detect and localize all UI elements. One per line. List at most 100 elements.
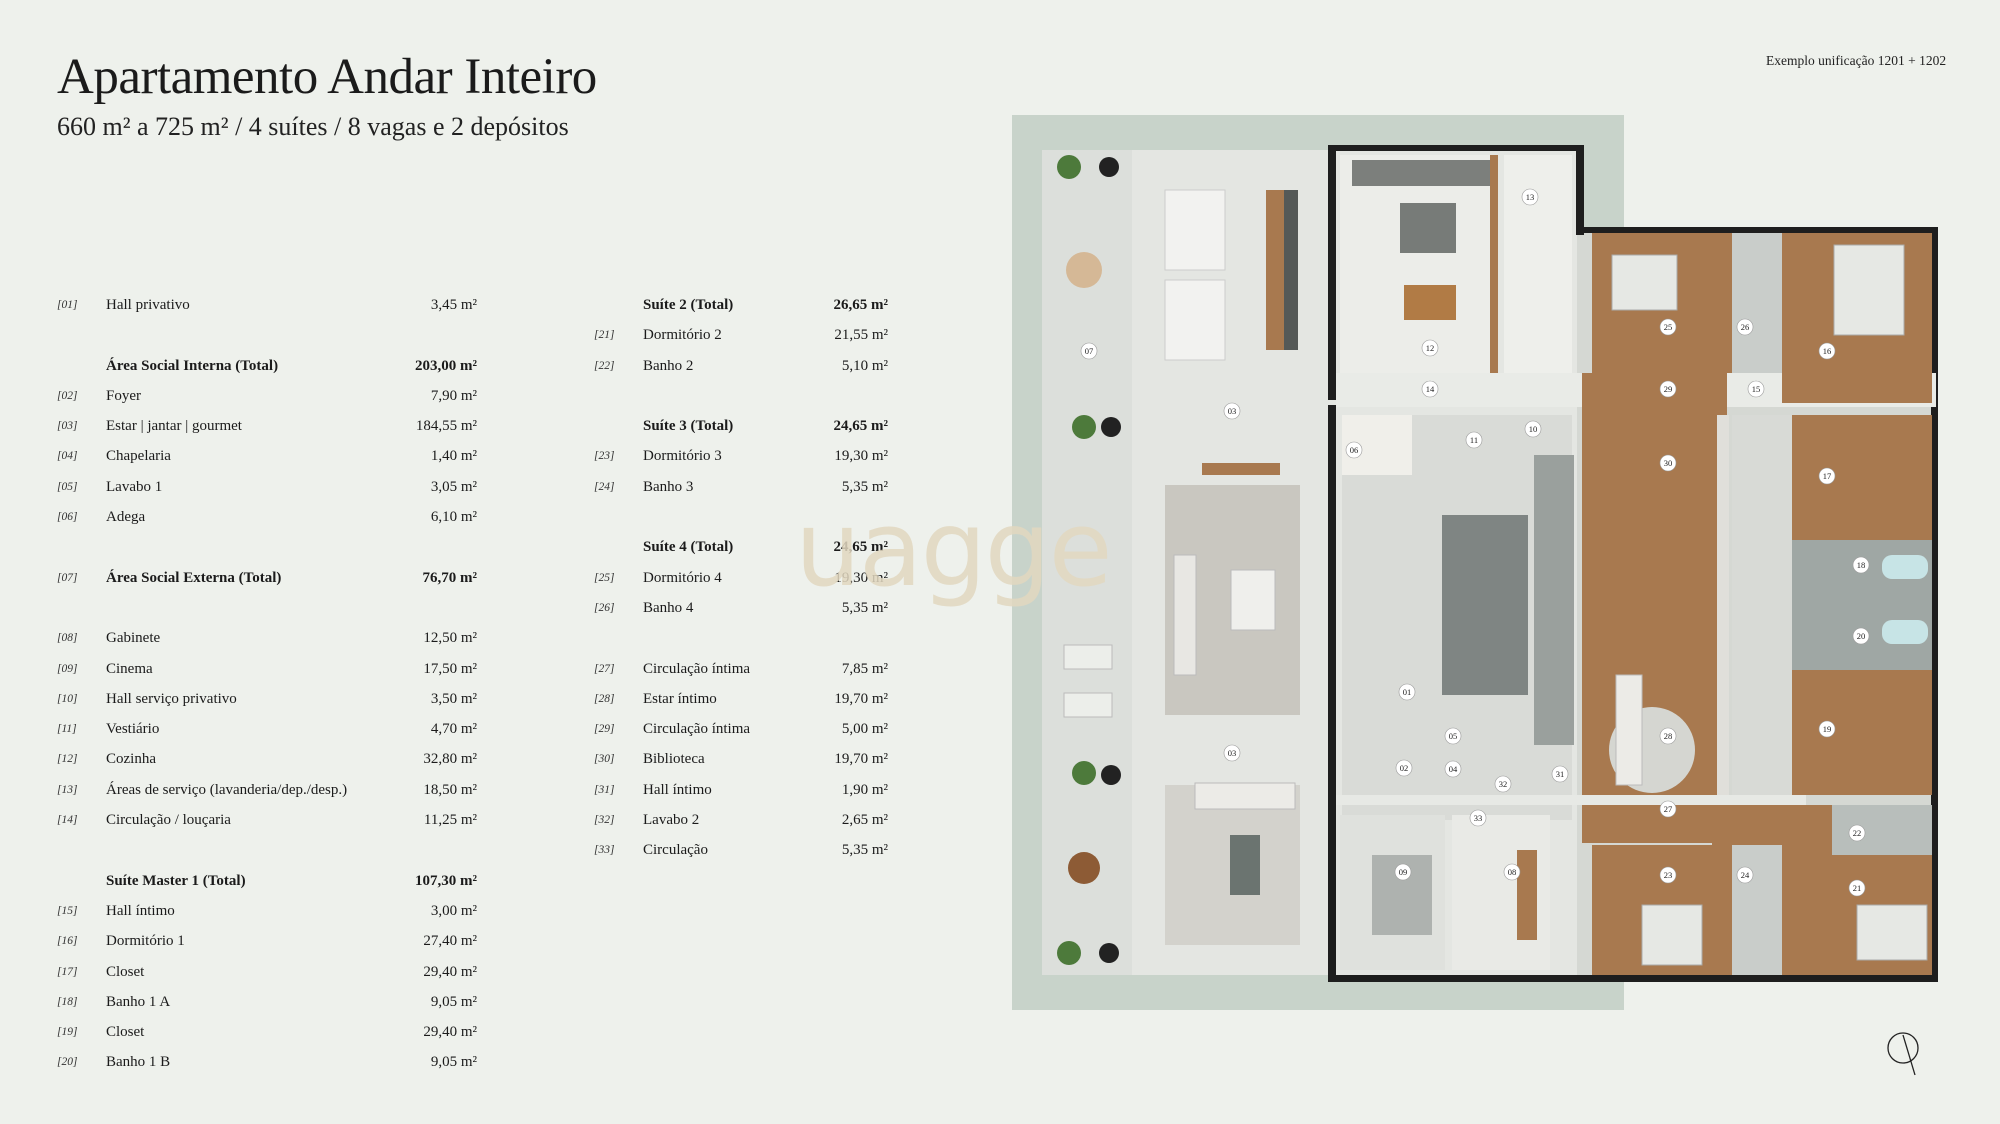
- room-number: [14]: [57, 814, 78, 827]
- room-marker-label: 09: [1399, 867, 1408, 877]
- room-marker: [1818, 467, 1836, 485]
- room-number: [15]: [57, 904, 78, 917]
- room-name: Dormitório 2: [643, 327, 722, 344]
- area-total-row: [07]Área Social Externa (Total)76,70 m²: [57, 563, 477, 593]
- room-marker-label: 03: [1228, 406, 1237, 416]
- room-number: [12]: [57, 753, 78, 766]
- dining-table-2: [1164, 279, 1226, 361]
- room-marker: [1736, 866, 1754, 884]
- room-name: Circulação / louçaria: [106, 812, 231, 829]
- room-name: Circulação íntima: [643, 721, 751, 738]
- room-number: [30]: [594, 753, 615, 766]
- room-marker-label: 23: [1664, 870, 1673, 880]
- room-marker: [1444, 727, 1462, 745]
- room-marker-label: 21: [1853, 883, 1862, 893]
- elevator-shaft: [1534, 455, 1574, 745]
- room-area: 19,30 m²: [834, 569, 888, 586]
- room-marker: [1394, 863, 1412, 881]
- room-marker: [1818, 720, 1836, 738]
- room-marker: [1736, 318, 1754, 336]
- room-marker: [1421, 380, 1439, 398]
- planter-5: [1072, 761, 1096, 785]
- kitchen-table: [1404, 285, 1456, 320]
- room-number: [09]: [57, 662, 78, 675]
- room-marker: [1444, 760, 1462, 778]
- room-area: 5,35 m²: [841, 599, 888, 616]
- room-area: 6,10 m²: [430, 509, 477, 526]
- room-marker-label: 30: [1664, 458, 1673, 468]
- north-arrow-icon: [1887, 1032, 1919, 1076]
- room-number: [20]: [57, 1056, 78, 1069]
- terrace-side-table: [1068, 852, 1100, 884]
- room-marker: [1521, 188, 1539, 206]
- room-area: 3,45 m²: [430, 297, 477, 313]
- room-marker-label: 20: [1857, 631, 1866, 641]
- room-area: 7,85 m²: [841, 660, 888, 677]
- bathtub-1: [1882, 555, 1928, 579]
- room-name: Gabinete: [106, 630, 161, 647]
- room-number: [24]: [594, 480, 615, 493]
- room-number: [19]: [57, 1026, 78, 1039]
- sunbed-1: [1063, 644, 1113, 670]
- room-name: Área Social Externa (Total): [106, 569, 282, 586]
- dark-cabinet: [1284, 190, 1298, 350]
- room-name: Dormitório 3: [643, 448, 722, 465]
- room-marker: [1818, 342, 1836, 360]
- room-name: Biblioteca: [643, 751, 705, 768]
- room-marker: [1852, 627, 1870, 645]
- row-spacer: [594, 623, 888, 653]
- room-marker: [1848, 824, 1866, 842]
- circulation-33: [1336, 795, 1806, 805]
- room-area: 3,50 m²: [430, 690, 477, 707]
- room-area: 12,50 m²: [423, 630, 477, 647]
- room-area: 5,00 m²: [841, 721, 888, 738]
- room-name: Suíte 2 (Total): [643, 297, 734, 313]
- kitchen-wood-wall: [1490, 155, 1498, 373]
- room-marker-label: 31: [1556, 769, 1565, 779]
- room-name: Chapelaria: [106, 448, 171, 465]
- room-marker: [1398, 683, 1416, 701]
- room-marker-label: 25: [1664, 322, 1673, 332]
- watermark: uagge: [795, 488, 1113, 610]
- room-marker-label: 33: [1474, 813, 1483, 823]
- sofa-living: [1173, 554, 1197, 676]
- room-marker: [1503, 863, 1521, 881]
- bath-4: [1732, 233, 1782, 373]
- room-marker: [1494, 775, 1512, 793]
- room-name: Foyer: [106, 387, 141, 404]
- room-area: 24,65 m²: [833, 418, 889, 435]
- room-area: 9,05 m²: [430, 993, 477, 1010]
- bed-4: [1611, 254, 1678, 311]
- room-marker-label: 06: [1350, 445, 1359, 455]
- room-number: [05]: [57, 480, 78, 493]
- room-marker: [1223, 402, 1241, 420]
- stair: [1442, 515, 1528, 695]
- room-number: [01]: [57, 299, 78, 311]
- room-marker-label: 27: [1664, 804, 1673, 814]
- room-area: 4,70 m²: [430, 721, 477, 738]
- room-marker: [1345, 441, 1363, 459]
- row-spacer: [594, 381, 888, 411]
- room-name: Lavabo 1: [106, 478, 163, 495]
- room-marker-label: 08: [1508, 867, 1517, 877]
- room-marker: [1080, 342, 1098, 360]
- room-name: Banho 3: [643, 478, 694, 495]
- sunbed-2: [1063, 692, 1113, 718]
- room-number: [26]: [594, 601, 615, 614]
- area-total-row: Área Social Interna (Total)203,00 m²: [57, 351, 477, 381]
- unification-note: Exemplo unificação 1201 + 1202: [1766, 53, 1947, 68]
- room-area: 5,35 m²: [841, 842, 888, 859]
- room-marker: [1469, 809, 1487, 827]
- dining-table-1: [1164, 189, 1226, 271]
- kitchen-island: [1400, 203, 1456, 253]
- room-name: Closet: [106, 1024, 145, 1041]
